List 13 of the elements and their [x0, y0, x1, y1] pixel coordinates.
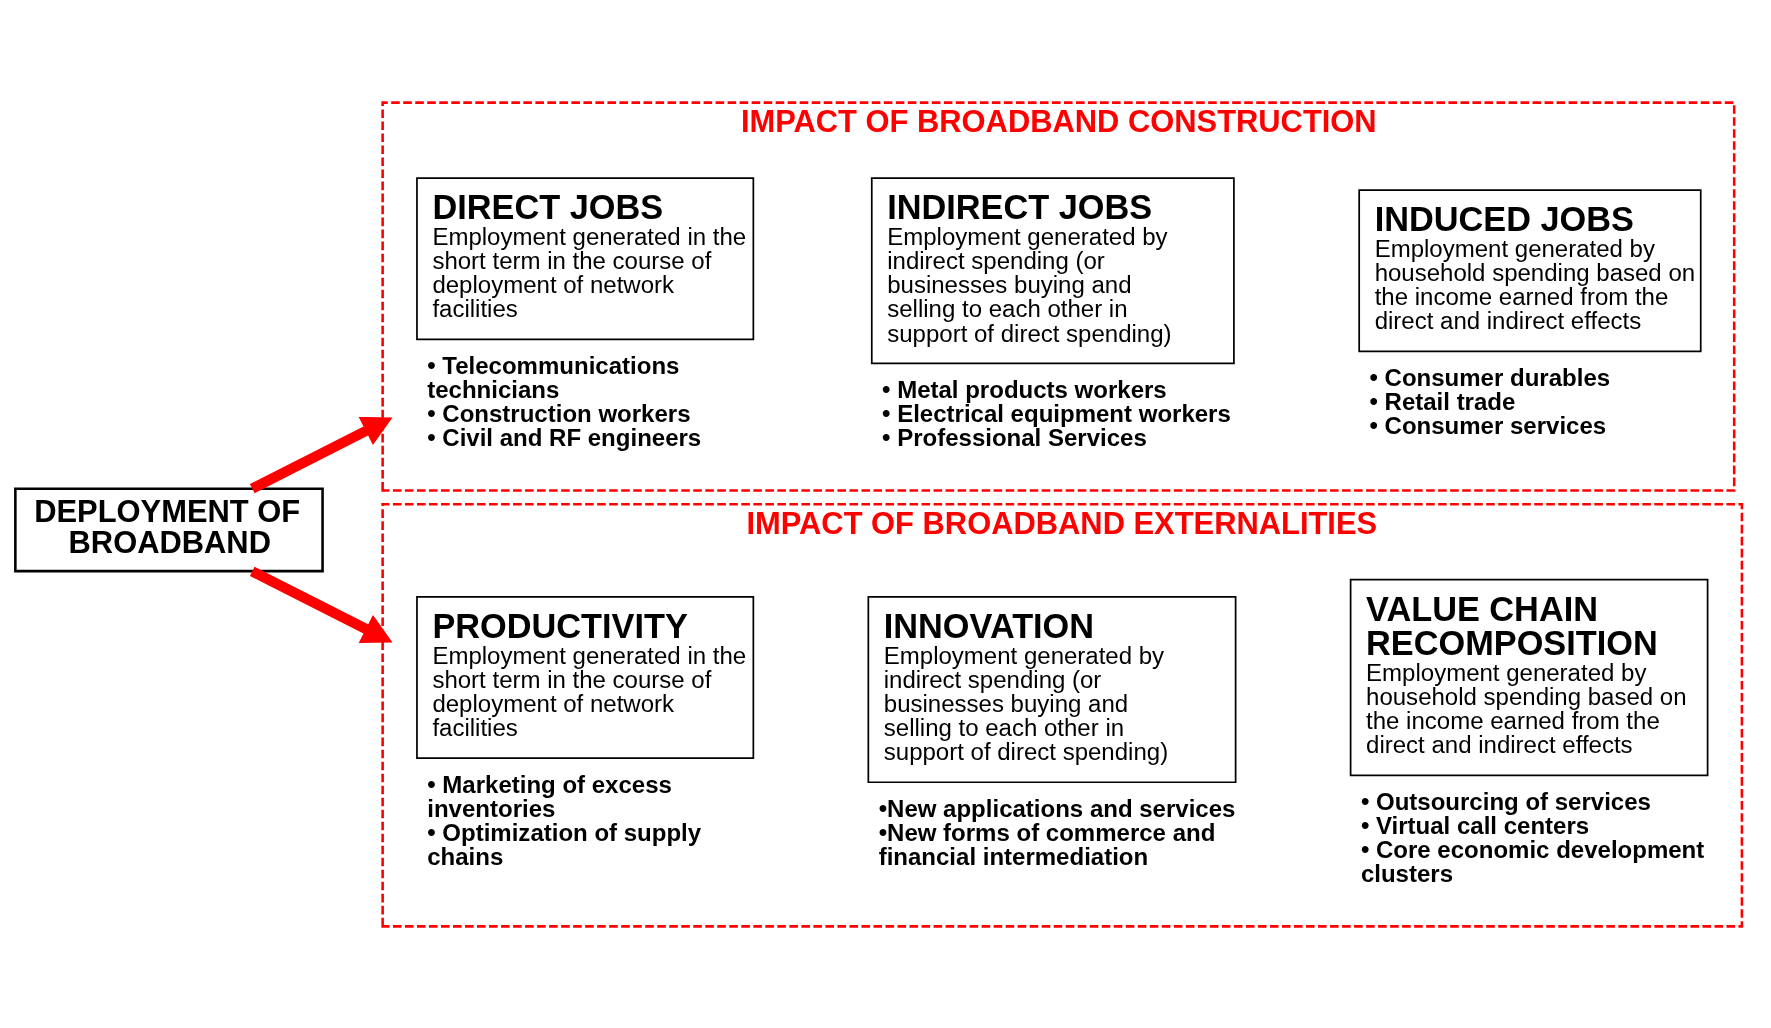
arrow — [249, 566, 393, 643]
arrow — [249, 416, 393, 493]
node-box: INNOVATION Employment generated by indirect spending (or businesses buying and selling to each other in support of direct spending) — [867, 595, 1237, 783]
node-box: DIRECT JOBS Employment generated in the short term in the course of deployment of network facilities — [416, 176, 755, 340]
node-box: INDUCED JOBS Employment generated by household spending based on the income earned from the direct and indirect effects — [1358, 188, 1702, 352]
node-box: DEPLOYMENT OF BROADBAND — [14, 486, 324, 572]
node-label: •New applications and services — [878, 794, 1236, 822]
node-label: • Core economic development clusters — [1360, 835, 1705, 887]
node-label: • Outsourcing of services — [1360, 787, 1651, 815]
node-box: PRODUCTIVITY Employment generated in the short term in the course of deployment of network facilities — [416, 595, 755, 759]
node-box: INDIRECT JOBS Employment generated by indirect spending (or businesses buying and selling to each other in support of direct spending) — [870, 176, 1235, 364]
node-label: • Metal products workers — [882, 375, 1167, 403]
node-box: VALUE CHAIN RECOMPOSITION Employment generated by household spending based on the income earned from the direct and indirect effects — [1349, 578, 1709, 776]
